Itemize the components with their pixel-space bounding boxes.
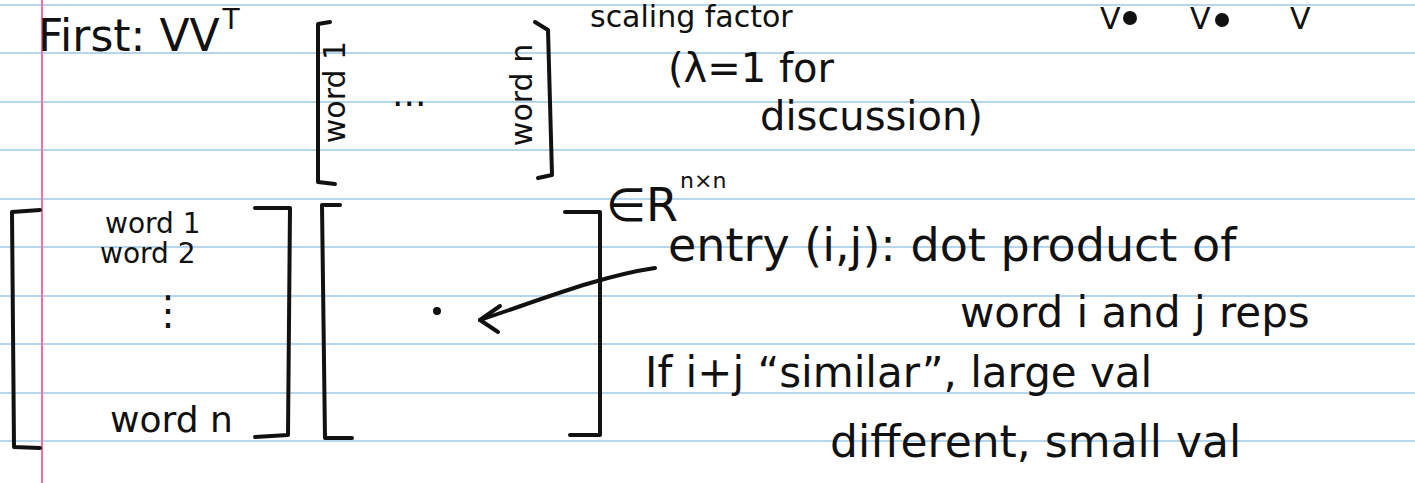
- margin-line: [41, 0, 43, 483]
- set-symbol: ∈R: [606, 182, 678, 228]
- row-label: word 1: [105, 210, 201, 238]
- scribble-letter: V: [1100, 4, 1121, 34]
- note-text: If i+j “similar”, large val: [645, 352, 1152, 394]
- scribble-letter: V: [1290, 4, 1311, 34]
- note-text: discussion): [760, 96, 983, 136]
- row-label: word n: [110, 402, 233, 438]
- matrix-bracket: [255, 208, 290, 437]
- heading-text: First: VV: [38, 14, 220, 58]
- note-text: entry (i,j): dot product of: [668, 222, 1236, 268]
- superscript: n×n: [680, 170, 726, 192]
- leader-arrow: [480, 268, 655, 320]
- scribble-letter: V: [1190, 4, 1211, 34]
- matrix-bracket: [565, 212, 600, 435]
- column-label: word 1: [320, 41, 350, 143]
- ellipsis: ...: [392, 76, 426, 112]
- note-text: word i and j reps: [960, 292, 1310, 334]
- ellipsis: ⋮: [148, 290, 188, 330]
- ink-blot: [1123, 11, 1137, 25]
- row-label: word 2: [100, 240, 196, 268]
- column-label: word n: [507, 44, 537, 146]
- note-text: (λ=1 for: [668, 48, 834, 88]
- matrix-bracket: [322, 205, 352, 438]
- ruled-lines: [0, 5, 1415, 441]
- note-text: different, small val: [830, 420, 1241, 464]
- arrow-head: [480, 306, 500, 332]
- matrix-bracket: [535, 22, 552, 178]
- matrix-bracket: [12, 210, 40, 448]
- note-text: scaling factor: [590, 2, 793, 32]
- ink-blot: [1215, 13, 1229, 27]
- superscript: T: [223, 6, 240, 34]
- entry-dot: [433, 307, 441, 315]
